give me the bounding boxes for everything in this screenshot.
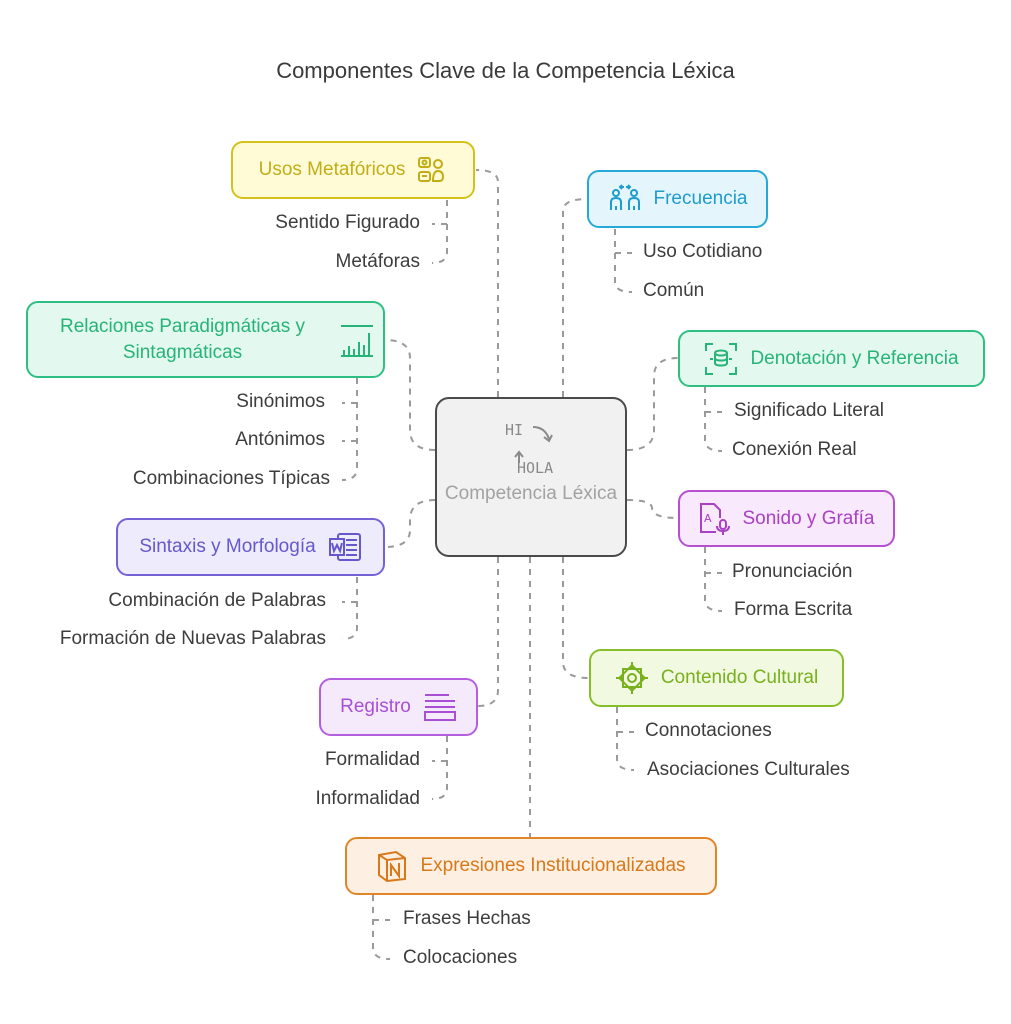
leaf-informalidad: Informalidad <box>315 788 420 809</box>
leaf-line-sonido <box>704 547 723 612</box>
page-title: Componentes Clave de la Competencia Léxi… <box>276 58 735 83</box>
leaf-line-sintaxis <box>341 577 358 640</box>
node-expresiones[interactable]: Expresiones Institucionalizadas <box>345 837 717 895</box>
leaf-line-relaciones <box>341 378 358 481</box>
node-label: Usos Metafóricos <box>258 159 406 180</box>
ornament-icon <box>615 661 649 695</box>
leaf-frases-hechas: Frases Hechas <box>403 908 531 929</box>
connector-sintaxis <box>384 499 436 548</box>
leaf-colocaciones: Colocaciones <box>403 947 518 968</box>
leaf-line-frecuencia <box>614 229 633 293</box>
node-label: Relaciones Paradigmáticas y Sintagmática… <box>59 315 305 363</box>
text-lines-icon <box>423 692 457 722</box>
leaf-formalidad: Formalidad <box>324 749 420 770</box>
leaf-combinacion-palabras: Combinación de Palabras <box>108 590 326 611</box>
node-label: Sintaxis y Morfología <box>139 536 316 557</box>
connector-usos <box>475 169 499 397</box>
people-talking-icon <box>608 184 642 214</box>
leaf-conexion-real: Conexión Real <box>732 439 857 460</box>
leaf-line-contenido <box>616 707 635 771</box>
leaf-line-registro <box>431 736 448 800</box>
node-frecuencia[interactable]: Frecuencia <box>587 170 768 228</box>
connector-contenido <box>562 557 590 679</box>
connector-denotacion <box>626 357 679 451</box>
node-sonido[interactable]: A Sonido y Grafía <box>678 490 895 547</box>
word-document-icon <box>328 532 362 562</box>
svg-text:HOLA: HOLA <box>517 459 553 475</box>
leaf-line-expresiones <box>372 895 391 960</box>
leaf-sentido-figurado: Sentido Figurado <box>275 212 420 233</box>
svg-text:HI: HI <box>505 421 523 439</box>
node-label: Sonido y Grafía <box>742 507 875 529</box>
node-label: Contenido Cultural <box>660 667 819 688</box>
leaf-metaforas: Metáforas <box>335 251 420 272</box>
document-microphone-icon: A <box>698 502 731 536</box>
database-scan-icon <box>704 342 738 376</box>
leaf-antonimos: Antónimos <box>235 429 325 450</box>
bar-chart-icon <box>340 323 374 357</box>
svg-text:A: A <box>704 512 712 525</box>
central-label: Competencia Léxica <box>444 483 618 504</box>
connector-sonido <box>626 499 679 519</box>
leaf-uso-cotidiano: Uso Cotidiano <box>643 241 763 262</box>
node-label: Frecuencia <box>653 188 748 209</box>
node-sintaxis[interactable]: Sintaxis y Morfología <box>116 518 385 576</box>
leaf-significado-literal: Significado Literal <box>734 400 884 421</box>
bubbles-icon <box>417 155 447 185</box>
node-usos-metaforicos[interactable]: Usos Metafóricos <box>231 141 475 199</box>
connector-frecuencia <box>562 198 588 397</box>
node-label: Registro <box>340 696 411 717</box>
node-label: Denotación y Referencia <box>750 347 959 369</box>
central-node[interactable]: HI HOLA Competencia Léxica <box>435 397 627 557</box>
leaf-sinonimos: Sinónimos <box>236 391 325 412</box>
notion-n-icon <box>376 850 408 882</box>
leaf-formacion-palabras: Formación de Nuevas Palabras <box>59 628 326 649</box>
connector-registro <box>477 557 499 707</box>
leaf-combinaciones-tipicas: Combinaciones Típicas <box>132 468 330 489</box>
node-denotacion[interactable]: Denotación y Referencia <box>678 330 985 387</box>
leaf-pronunciacion: Pronunciación <box>732 561 853 582</box>
leaf-connotaciones: Connotaciones <box>645 720 772 741</box>
leaf-asociaciones-culturales: Asociaciones Culturales <box>647 759 850 780</box>
node-registro[interactable]: Registro <box>319 678 478 736</box>
node-label: Expresiones Institucionalizadas <box>420 855 686 876</box>
leaf-forma-escrita: Forma Escrita <box>734 599 853 620</box>
leaf-line-denotacion <box>704 387 723 452</box>
leaf-comun: Común <box>643 280 705 301</box>
connector-relaciones <box>384 339 436 451</box>
node-contenido[interactable]: Contenido Cultural <box>589 649 844 707</box>
leaf-line-usos <box>431 200 448 264</box>
hi-hola-translate-icon: HI HOLA <box>503 419 563 483</box>
node-relaciones[interactable]: Relaciones Paradigmáticas y Sintagmática… <box>26 301 385 378</box>
